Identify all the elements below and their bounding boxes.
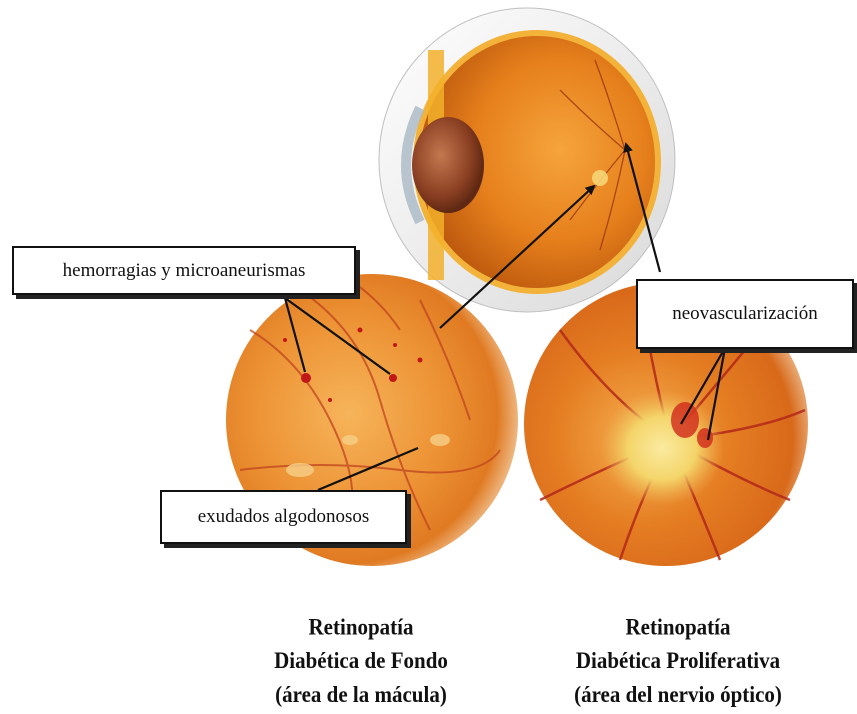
exudates-label: exudados algodonosos — [160, 490, 407, 544]
macula — [592, 170, 608, 186]
caption-left-line-3: (área de la mácula) — [246, 677, 476, 711]
caption-right-line-2: Diabética Proliferativa — [528, 644, 828, 678]
caption-left-line-1: Retinopatía — [246, 610, 476, 644]
lens — [412, 117, 484, 213]
caption-right-line-3: (área del nervio óptico) — [528, 677, 828, 711]
background-retinopathy-caption: Retinopatía Diabética de Fondo (área de … — [246, 610, 476, 711]
caption-right-line-1: Retinopatía — [528, 610, 828, 644]
neovascularization-label: neovascularización — [636, 279, 854, 349]
caption-left-line-2: Diabética de Fondo — [246, 644, 476, 678]
optic-disc — [600, 390, 724, 506]
hemorrhages-label: hemorragias y microaneurismas — [12, 246, 356, 295]
proliferative-retinopathy-caption: Retinopatía Diabética Proliferativa (áre… — [528, 610, 828, 711]
